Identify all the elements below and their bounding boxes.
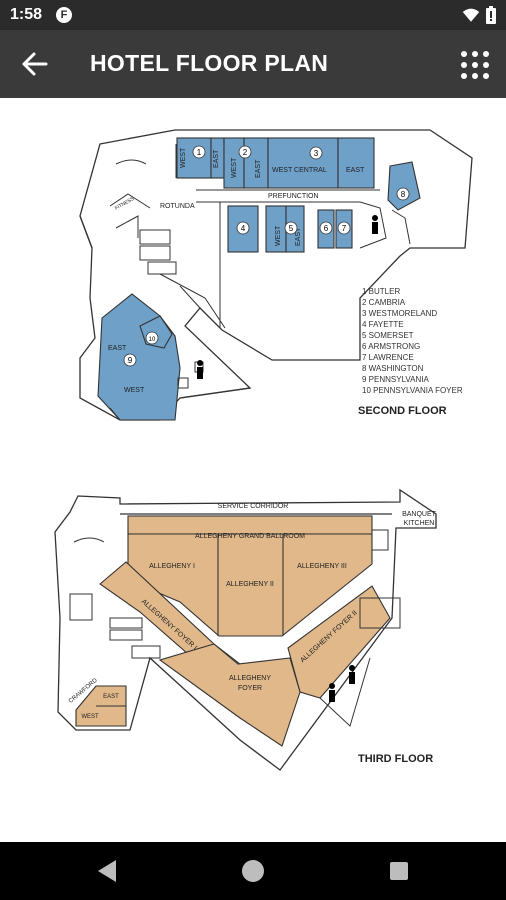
- label-service-corridor: SERVICE CORRIDOR: [218, 503, 289, 510]
- label-prefunction: PREFUNCTION: [268, 193, 319, 200]
- marker-10: 10: [149, 337, 156, 343]
- marker-2: 2: [243, 148, 248, 157]
- room-2-east: [243, 137, 269, 189]
- notification-icon: F: [56, 7, 72, 23]
- legend-item: 5 SOMERSET: [362, 331, 414, 340]
- page-title: HOTEL FLOOR PLAN: [90, 50, 329, 76]
- legend-item: 2 CAMBRIA: [362, 298, 406, 307]
- status-bar: 1:58 F: [0, 0, 506, 30]
- home-circle-icon[interactable]: [240, 858, 266, 884]
- label-rotunda: ROTUNDA: [160, 203, 195, 210]
- legend-item: 4 FAYETTE: [362, 320, 404, 329]
- system-nav-bar: [0, 842, 506, 900]
- label-room5-east: EAST: [295, 227, 302, 246]
- marker-1: 1: [197, 148, 202, 157]
- recents-square-icon[interactable]: [388, 860, 410, 882]
- room-3-west-central: [267, 137, 339, 189]
- third-floor-title: THIRD FLOOR: [358, 753, 433, 765]
- label-grand-ballroom: ALLEGHENY GRAND BALLROOM: [195, 533, 305, 540]
- marker-9: 9: [128, 356, 133, 365]
- marker-4: 4: [241, 224, 246, 233]
- label-banquet: BANQUET: [402, 511, 437, 518]
- legend-item: 7 LAWRENCE: [362, 353, 414, 362]
- status-time: 1:58: [10, 6, 43, 23]
- label-room9-east: EAST: [108, 345, 127, 352]
- legend-item: 3 WESTMORELAND: [362, 309, 437, 318]
- room-number-markers: 1 2 3 4 5 6 7 8 9 10: [123, 145, 410, 367]
- room-8: [387, 161, 421, 211]
- second-floor-details: [109, 144, 411, 421]
- label-room9-west: WEST: [124, 387, 145, 394]
- label-room5-west: WEST: [275, 225, 282, 246]
- room-1-west: [176, 137, 212, 179]
- allegheny-foyer: [158, 643, 301, 747]
- second-floor-title: SECOND FLOOR: [358, 405, 447, 417]
- label-allegheny-2: ALLEGHENY II: [226, 581, 274, 588]
- label-kitchen: KITCHEN: [404, 520, 435, 527]
- label-foyer-line1: ALLEGHENY: [229, 675, 271, 682]
- label-crawford-east: EAST: [103, 694, 119, 700]
- back-arrow-icon[interactable]: [16, 48, 52, 80]
- wifi-icon: [462, 8, 480, 22]
- legend-item: 8 WASHINGTON: [362, 364, 424, 373]
- label-room2-east: EAST: [255, 159, 262, 178]
- second-floor-rooms[interactable]: [97, 137, 421, 421]
- marker-6: 6: [324, 224, 329, 233]
- battery-icon: [486, 6, 496, 24]
- label-allegheny-3: ALLEGHENY III: [297, 563, 347, 570]
- floor-plan-content: ROTUNDA PREFUNCTION FITNESS WEST CENTRAL…: [0, 98, 506, 842]
- restroom-icons-3f: [329, 665, 355, 702]
- second-floor-plan[interactable]: [79, 129, 473, 421]
- grid-menu-icon[interactable]: [460, 50, 490, 80]
- legend-item: 9 PENNSYLVANIA: [362, 375, 430, 384]
- marker-5: 5: [289, 224, 294, 233]
- floor-plan-map[interactable]: ROTUNDA PREFUNCTION FITNESS WEST CENTRAL…: [0, 98, 506, 842]
- legend-item: 1 BUTLER: [362, 287, 400, 296]
- restroom-icons-2f: [197, 215, 378, 379]
- label-room1-east: EAST: [213, 149, 220, 168]
- label-foyer-line2: FOYER: [238, 685, 262, 692]
- legend-item: 6 ARMSTRONG: [362, 342, 420, 351]
- room-3-east: [337, 137, 375, 189]
- label-room2-west: WEST: [231, 157, 238, 178]
- grand-ballroom-header: [127, 515, 373, 535]
- third-floor-details: [69, 529, 401, 727]
- app-bar: HOTEL FLOOR PLAN: [0, 30, 506, 98]
- marker-7: 7: [342, 224, 347, 233]
- label-crawford-west: WEST: [81, 714, 99, 720]
- marker-8: 8: [401, 190, 406, 199]
- label-west-central: WEST CENTRAL: [272, 167, 327, 174]
- legend-item: 10 PENNSYLVANIA FOYER: [362, 386, 463, 395]
- label-room1-west: WEST: [180, 147, 187, 168]
- label-room3-east: EAST: [346, 167, 365, 174]
- marker-3: 3: [314, 149, 319, 158]
- label-allegheny-1: ALLEGHENY I: [149, 563, 195, 570]
- back-triangle-icon[interactable]: [96, 858, 118, 884]
- room-legend: 1 BUTLER 2 CAMBRIA 3 WESTMORELAND 4 FAYE…: [362, 287, 463, 395]
